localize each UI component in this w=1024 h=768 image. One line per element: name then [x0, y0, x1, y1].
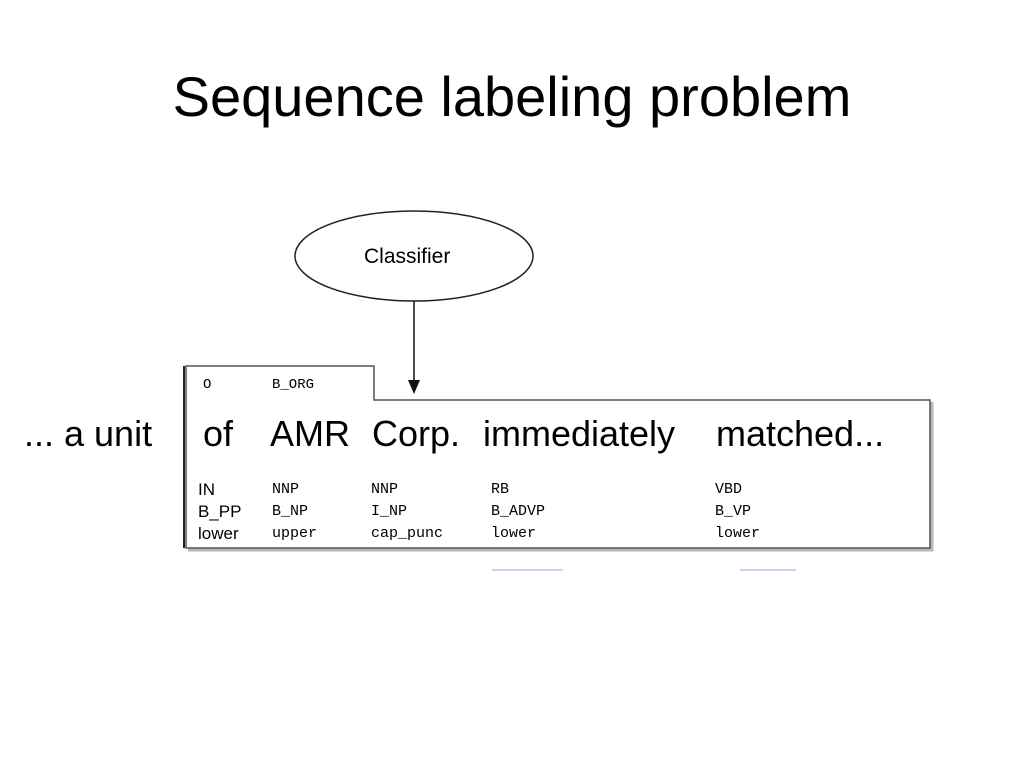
feature-value: upper [272, 525, 318, 542]
output-label-1: B_ORG [272, 377, 315, 393]
feature-value: B_VP [715, 503, 752, 520]
feature-column-corp: NNP I_NP cap_punc [371, 479, 443, 545]
feature-column-amr: NNP B_NP upper [272, 479, 317, 545]
feature-column-immediately: RB B_ADVP lower [491, 479, 545, 545]
feature-value: B_ADVP [491, 503, 546, 520]
feature-value: IN [198, 480, 215, 499]
classifier-label: Classifier [364, 245, 451, 268]
window-box [185, 365, 931, 549]
sentence-token-4: matched... [716, 413, 885, 454]
feature-value: RB [491, 481, 510, 498]
sentence-token-3: immediately [483, 413, 676, 454]
feature-value: B_NP [272, 503, 309, 520]
output-label-0: O [203, 377, 212, 393]
feature-column-matched: VBD B_VP lower [715, 479, 760, 545]
feature-value: lower [198, 524, 239, 543]
window-box-shadow [188, 402, 934, 552]
sentence-prefix: ... a unit [24, 413, 153, 454]
feature-column-of: IN B_PP lower [198, 479, 241, 545]
feature-value: cap_punc [371, 525, 444, 542]
feature-value: lower [715, 525, 761, 542]
feature-value: NNP [371, 481, 399, 498]
slide-title: Sequence labeling problem [172, 65, 852, 128]
sentence-token-2: Corp. [372, 413, 461, 454]
feature-value: NNP [272, 481, 300, 498]
sentence-token-1: AMR [270, 413, 350, 454]
feature-value: I_NP [371, 503, 408, 520]
feature-value: B_PP [198, 502, 242, 521]
feature-value: lower [491, 525, 537, 542]
classifier-arrow-head [408, 380, 420, 394]
sentence-token-0: of [203, 413, 234, 454]
feature-value: VBD [715, 481, 743, 498]
